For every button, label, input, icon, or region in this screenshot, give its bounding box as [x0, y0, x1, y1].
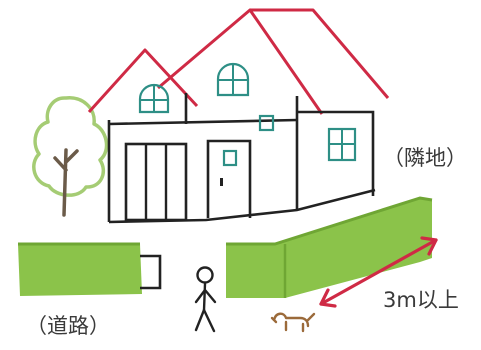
hedge-icon-road-side: [18, 244, 160, 296]
person-icon: [196, 268, 215, 332]
neighbor-land-label: （隣地）: [383, 148, 467, 169]
tree-icon: [34, 98, 107, 215]
house-icon: [89, 10, 388, 222]
dog-icon: [272, 314, 314, 331]
distance-label: 3m以上: [383, 290, 459, 311]
road-label: （道路）: [26, 316, 110, 337]
hedge-icon-boundary: [226, 198, 432, 298]
